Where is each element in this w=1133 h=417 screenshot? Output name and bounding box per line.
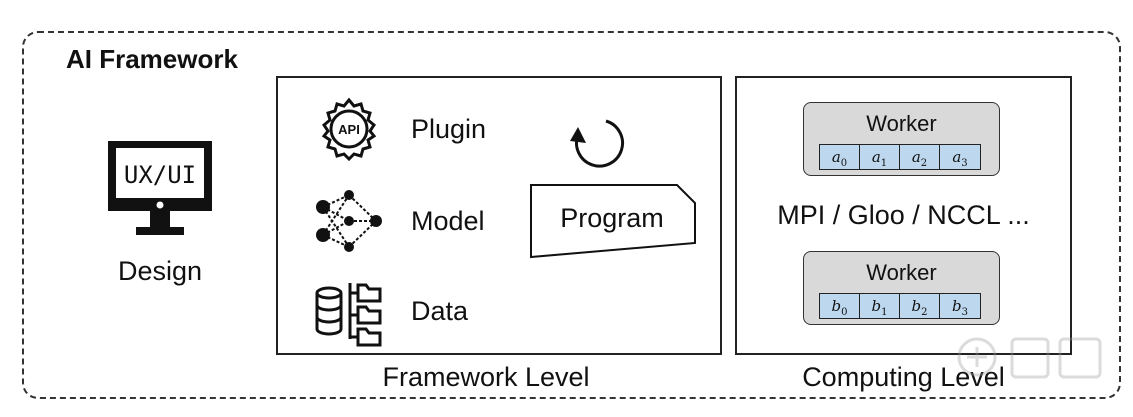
screen-text: UX/UI xyxy=(124,161,196,189)
worker-title: Worker xyxy=(866,111,937,136)
worker-cells: a0 a1 a2 a3 xyxy=(819,144,981,170)
framework-level-box xyxy=(276,76,722,355)
cell-b1: b1 xyxy=(860,294,900,318)
neural-network-icon xyxy=(316,190,382,252)
program-document-shape xyxy=(530,184,696,259)
computing-level-box xyxy=(735,76,1072,355)
cell-b2: b2 xyxy=(900,294,940,318)
communication-backends-label: MPI / Gloo / NCCL ... xyxy=(777,200,1030,230)
api-gear-icon: API xyxy=(321,97,377,162)
cell-b0: b0 xyxy=(820,294,860,318)
watermark-logo xyxy=(957,337,1102,379)
framework-level-label: Framework Level xyxy=(382,362,590,392)
worker-cells: b0 b1 b2 b3 xyxy=(819,293,981,319)
ai-framework-container xyxy=(22,31,1121,399)
cell-b3: b3 xyxy=(940,294,980,318)
worker-title: Worker xyxy=(866,260,937,285)
api-text: API xyxy=(338,122,360,137)
worker-a: Worker a0 a1 a2 a3 xyxy=(803,102,1000,176)
plugin-label: Plugin xyxy=(411,114,487,144)
design-label: Design xyxy=(118,256,203,286)
diagram-title: AI Framework xyxy=(66,44,238,74)
model-label: Model xyxy=(411,206,485,236)
refresh-icon xyxy=(570,119,624,168)
cell-a1: a1 xyxy=(860,145,900,169)
program-label: Program xyxy=(560,203,664,233)
cell-a2: a2 xyxy=(900,145,940,169)
data-label: Data xyxy=(411,296,469,326)
monitor-icon: UX/UI xyxy=(108,141,212,235)
cell-a0: a0 xyxy=(820,145,860,169)
database-icon xyxy=(315,283,382,347)
computing-level-label: Computing Level xyxy=(802,362,1005,392)
cell-a3: a3 xyxy=(940,145,980,169)
worker-b: Worker b0 b1 b2 b3 xyxy=(803,251,1000,325)
